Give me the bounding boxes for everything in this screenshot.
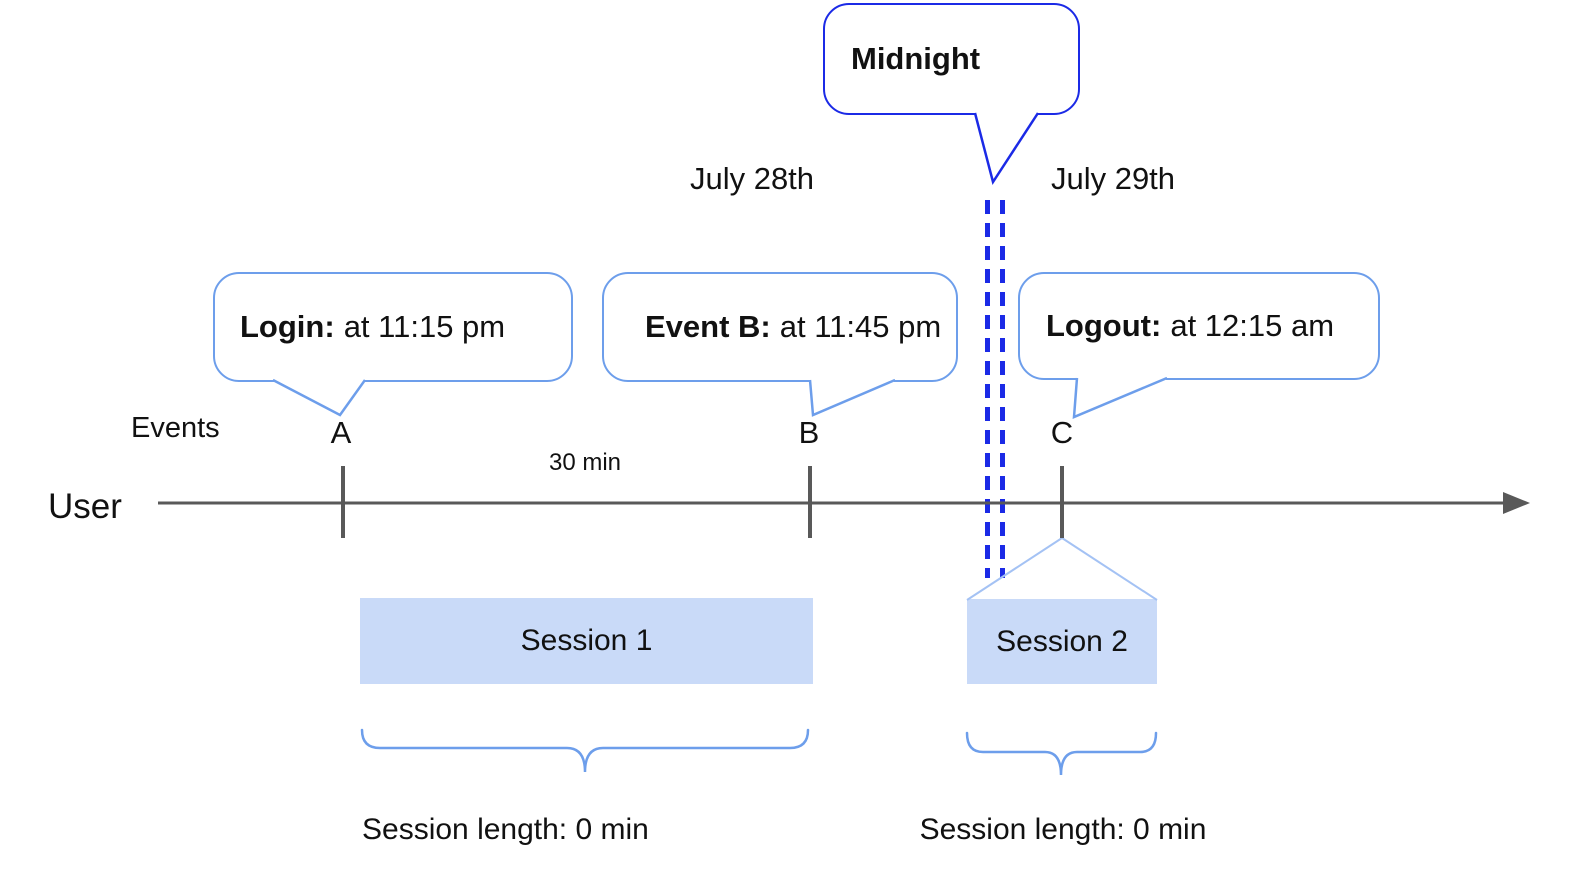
logout-bubble-tail [1072,375,1168,419]
session-2-length-label: Session length: 0 min [919,813,1207,846]
midnight-callout-bubble: Midnight [823,3,1080,115]
login-callout-time: at 11:15 pm [343,308,506,344]
login-callout-bubble: Login: at 11:15 pm [213,272,573,382]
interval-label-30min: 30 min [548,449,622,476]
event-marker-c: C [1050,415,1074,450]
login-bubble-tail [272,377,367,417]
timeline-arrowhead [1503,492,1530,514]
event-marker-a: A [330,415,352,450]
event-b-callout-time: at 11:45 pm [779,308,942,344]
session-length-braces [360,728,1158,776]
event-b-callout-title: Event B: [645,308,771,344]
session-1-box: Session 1 [360,598,813,684]
midnight-dashed-line [985,200,1005,578]
event-b-callout-bubble: Event B: at 11:45 pm [602,272,958,382]
event-b-bubble-tail [808,377,896,417]
session-2-brace [965,731,1158,776]
event-marker-b: B [798,415,820,450]
logout-callout-bubble: Logout: at 12:15 am [1018,272,1380,380]
session-1-brace [360,728,810,773]
session-2-funnel-lines [966,537,1158,601]
events-axis-label: Events [131,412,220,444]
user-axis-label: User [48,487,122,526]
midnight-callout-label: Midnight [851,40,981,76]
session-1-length-label: Session length: 0 min [362,813,649,846]
user-timeline-axis [158,492,1530,514]
session-2-box: Session 2 [967,599,1157,684]
session-1-label: Session 1 [520,624,653,657]
date-label-july-29: July 29th [1050,161,1176,196]
midnight-bubble-tail [973,110,1040,186]
session-2-label: Session 2 [996,624,1128,658]
date-label-july-28: July 28th [689,161,815,196]
event-tick-marks [341,466,1064,538]
logout-callout-time: at 12:15 am [1170,307,1335,343]
logout-callout-title: Logout: [1046,307,1162,343]
login-callout-title: Login: [240,308,335,344]
